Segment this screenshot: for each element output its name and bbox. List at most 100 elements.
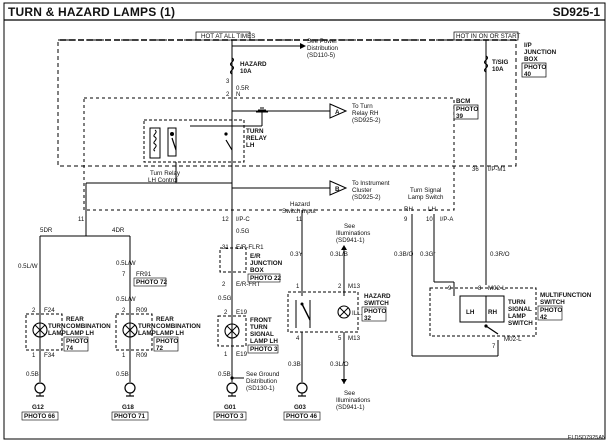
relay-switch-icon xyxy=(225,139,233,151)
svg-text:0.5G: 0.5G xyxy=(236,228,250,235)
rear-lamp-lh-4dr xyxy=(115,313,153,351)
svg-text:RH: RH xyxy=(488,309,498,316)
svg-text:5DR: 5DR xyxy=(40,227,53,234)
hazard-contact-icon xyxy=(301,303,311,321)
svg-text:12: 12 xyxy=(222,217,229,223)
multifunction-label: MULTIFUNCTION xyxy=(540,292,592,299)
hot-in-on-label: HOT IN ON OR START xyxy=(456,33,521,40)
svg-text:BOX: BOX xyxy=(250,267,264,274)
svg-text:PHOTO 72: PHOTO 72 xyxy=(136,279,168,286)
svg-text:Distribution: Distribution xyxy=(307,45,339,52)
svg-text:LH: LH xyxy=(428,206,436,213)
svg-text:LH: LH xyxy=(466,309,475,316)
svg-text:SWITCH: SWITCH xyxy=(508,320,533,327)
svg-text:REAR: REAR xyxy=(156,316,174,323)
svg-text:See: See xyxy=(344,390,356,397)
svg-text:(SD110-5): (SD110-5) xyxy=(307,52,335,59)
svg-text:8: 8 xyxy=(478,286,482,292)
svg-text:PHOTO: PHOTO xyxy=(156,338,178,345)
svg-text:SIGNAL: SIGNAL xyxy=(508,306,532,313)
svg-text:4: 4 xyxy=(296,336,300,342)
svg-text:9: 9 xyxy=(404,217,408,223)
svg-text:FRONT: FRONT xyxy=(250,317,272,324)
ground-g01-icon xyxy=(226,382,238,397)
svg-text:TURN: TURN xyxy=(138,323,156,330)
svg-text:PHOTO 71: PHOTO 71 xyxy=(114,413,146,420)
svg-text:JUNCTION: JUNCTION xyxy=(250,260,283,267)
svg-text:7: 7 xyxy=(492,344,496,350)
svg-text:SWITCH: SWITCH xyxy=(364,300,389,307)
svg-text:0.5B: 0.5B xyxy=(218,371,231,378)
svg-text:COMBINATION: COMBINATION xyxy=(156,323,201,330)
lamp-bulb-icon xyxy=(224,323,240,339)
lamp-bulb-icon xyxy=(32,322,48,338)
ill-lamp-icon xyxy=(337,305,351,319)
svg-text:G12: G12 xyxy=(32,404,44,411)
svg-text:40: 40 xyxy=(524,71,532,78)
svg-text:0.5B: 0.5B xyxy=(26,371,39,378)
svg-text:0.5L/W: 0.5L/W xyxy=(116,260,136,267)
bcm-box xyxy=(83,97,455,211)
svg-text:42: 42 xyxy=(540,314,548,321)
svg-text:3: 3 xyxy=(226,79,230,85)
svg-text:F24: F24 xyxy=(44,307,55,314)
svg-text:M02-L: M02-L xyxy=(504,336,522,343)
svg-text:See: See xyxy=(344,223,356,230)
hazard-switch xyxy=(287,291,359,333)
svg-text:LAMP LH: LAMP LH xyxy=(66,330,94,337)
svg-text:LH: LH xyxy=(246,142,255,149)
svg-text:LH Control: LH Control xyxy=(148,177,178,184)
svg-text:11: 11 xyxy=(78,217,85,223)
svg-text:0.5L/W: 0.5L/W xyxy=(18,263,38,270)
ip-photo: PHOTO xyxy=(524,64,546,71)
svg-text:(SD925-2): (SD925-2) xyxy=(352,194,381,201)
svg-text:10A: 10A xyxy=(240,68,252,75)
svg-text:B: B xyxy=(335,186,340,193)
svg-text:COMBINATION: COMBINATION xyxy=(66,323,111,330)
tsig-fuse-label: T/SIG xyxy=(492,59,509,66)
hazard-fuse-icon xyxy=(229,57,235,75)
svg-text:(SD130-1): (SD130-1) xyxy=(246,385,275,392)
svg-text:5: 5 xyxy=(338,336,342,342)
tsig-fuse-icon xyxy=(483,55,489,73)
svg-text:PHOTO: PHOTO xyxy=(364,308,386,315)
diagram-title: TURN & HAZARD LAMPS (1) xyxy=(8,5,176,19)
svg-text:Relay RH: Relay RH xyxy=(352,110,378,117)
svg-text:Distribution: Distribution xyxy=(246,378,278,385)
svg-text:SIGNAL: SIGNAL xyxy=(250,331,274,338)
svg-text:0.5B: 0.5B xyxy=(116,371,129,378)
svg-text:2: 2 xyxy=(32,308,36,314)
svg-text:M13: M13 xyxy=(348,283,361,290)
svg-text:2: 2 xyxy=(338,284,342,290)
svg-text:M02-L: M02-L xyxy=(488,285,506,292)
svg-text:7: 7 xyxy=(122,272,126,278)
svg-text:0.5G: 0.5G xyxy=(218,295,232,302)
svg-text:Cluster: Cluster xyxy=(352,187,372,194)
svg-text:Lamp Switch: Lamp Switch xyxy=(408,194,444,201)
ref-b-arrow xyxy=(329,180,348,196)
document-code: ELDSD7925AN xyxy=(567,435,606,441)
ref-b-text: To Instrument xyxy=(352,180,390,187)
svg-text:LAMP: LAMP xyxy=(138,330,156,337)
svg-text:0.5R: 0.5R xyxy=(236,85,250,92)
er-junction-box xyxy=(219,247,247,273)
svg-text:(SD941-1): (SD941-1) xyxy=(336,237,365,244)
svg-text:G03: G03 xyxy=(294,404,306,411)
hazard-fuse-label: HAZARD xyxy=(240,61,267,68)
relay-label: TURN xyxy=(246,128,264,135)
svg-text:ILL.: ILL. xyxy=(352,310,363,317)
svg-text:See Ground: See Ground xyxy=(246,371,280,378)
ip-junction-box xyxy=(57,39,517,167)
svg-text:E/R-FLR1: E/R-FLR1 xyxy=(236,244,264,251)
svg-text:I/P-A: I/P-A xyxy=(440,217,453,223)
see-power-dist: See Power xyxy=(307,38,337,45)
svg-text:1: 1 xyxy=(296,284,300,290)
svg-text:R09: R09 xyxy=(136,352,148,359)
svg-text:0.3B: 0.3B xyxy=(288,361,301,368)
rear-lamp-lh-5dr xyxy=(25,313,63,351)
turn-signal-lamp-switch xyxy=(459,295,505,323)
svg-text:2: 2 xyxy=(226,92,230,98)
svg-text:E/R-FRT: E/R-FRT xyxy=(236,281,261,288)
title-bar: TURN & HAZARD LAMPS (1) SD925-1 xyxy=(6,4,604,20)
svg-text:10A: 10A xyxy=(492,66,504,73)
